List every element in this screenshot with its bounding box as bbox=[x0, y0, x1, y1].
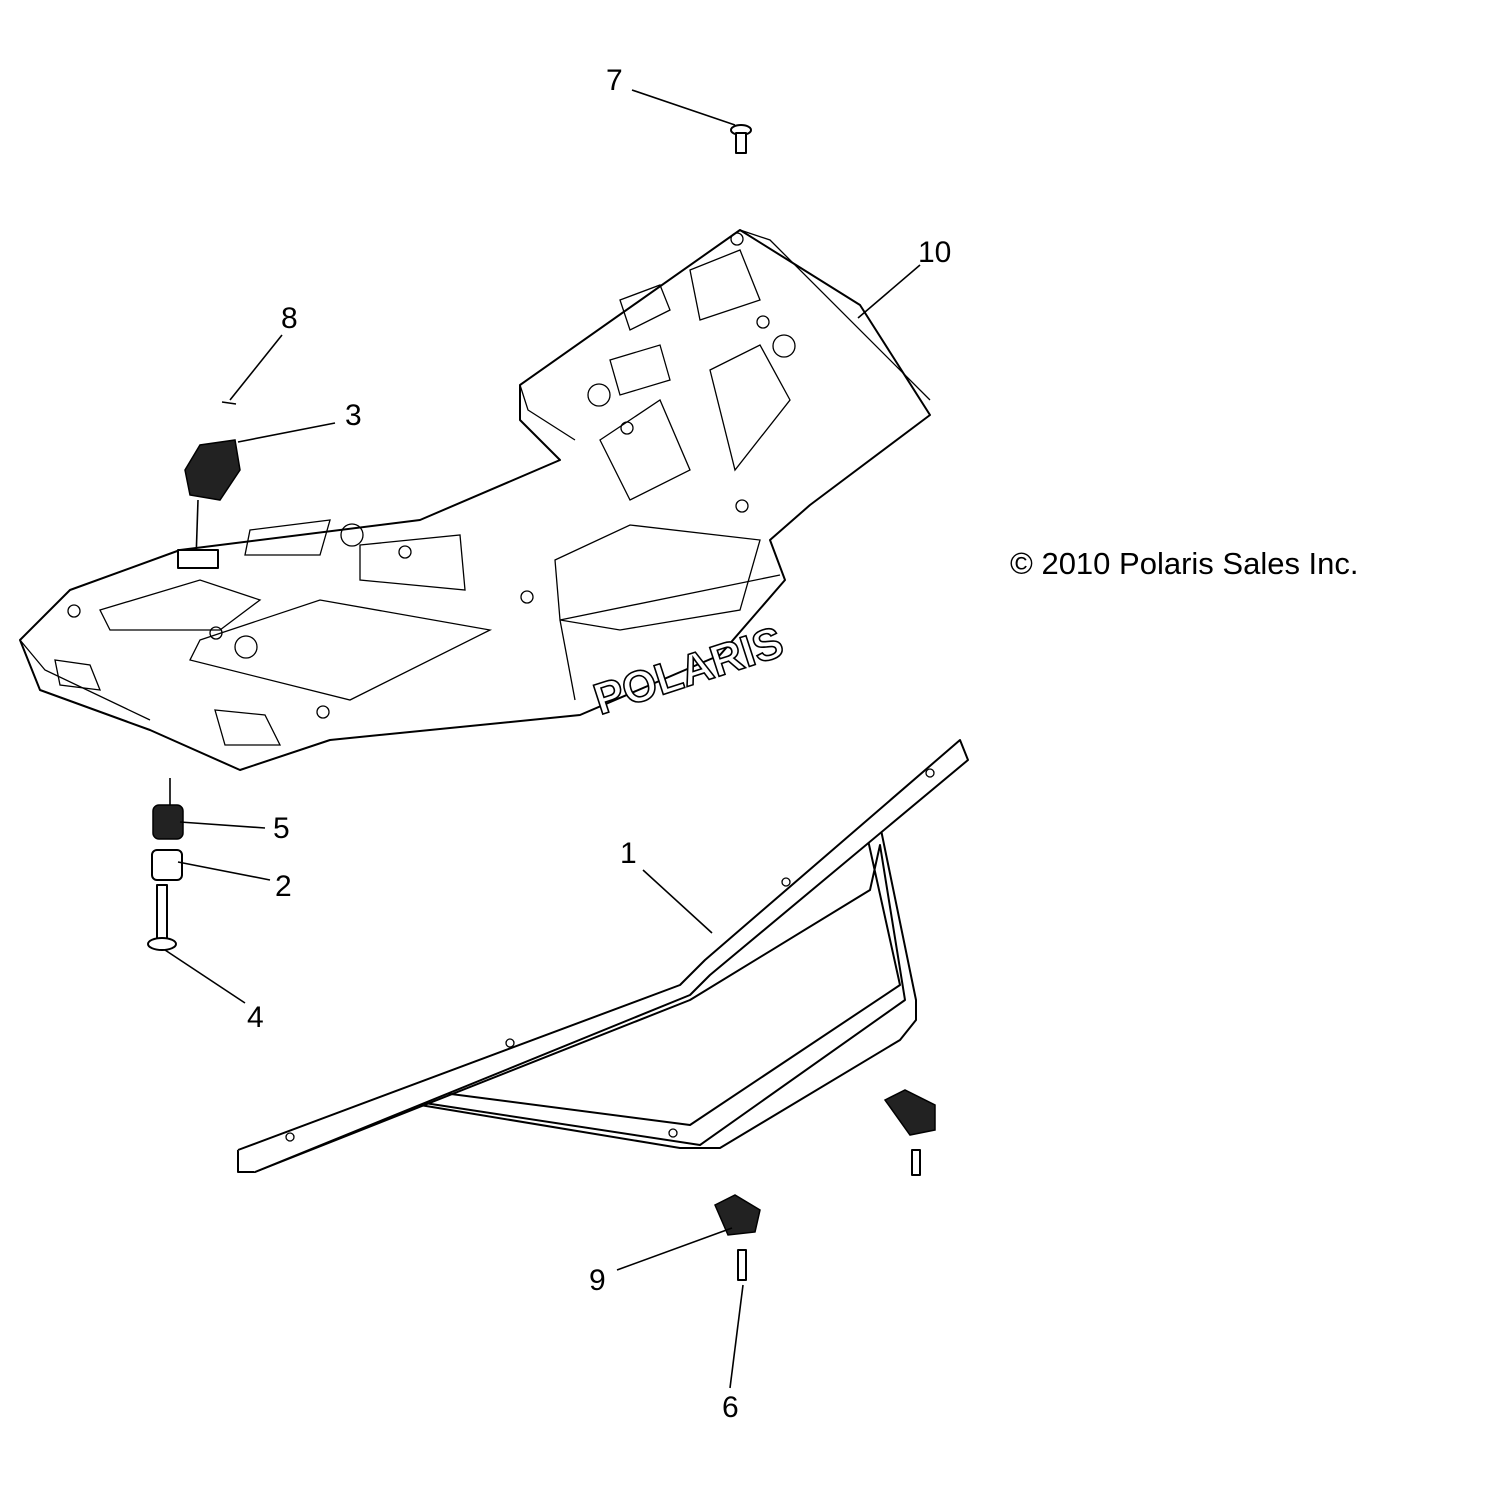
callout-9: 9 bbox=[589, 1264, 606, 1297]
callout-4: 4 bbox=[247, 1001, 264, 1034]
callout-10: 10 bbox=[918, 236, 952, 269]
rivet-part bbox=[730, 124, 752, 154]
callout-3: 3 bbox=[345, 399, 362, 432]
spacer-part bbox=[151, 849, 183, 881]
callout-7: 7 bbox=[606, 64, 623, 97]
callout-1: 1 bbox=[620, 837, 637, 870]
frame-part bbox=[237, 739, 969, 1173]
rack-holes bbox=[67, 232, 796, 719]
callout-6: 6 bbox=[722, 1391, 739, 1424]
callout-5: 5 bbox=[273, 812, 290, 845]
leader-lines bbox=[164, 89, 921, 1389]
bolt-part bbox=[147, 884, 177, 951]
callout-8: 8 bbox=[281, 302, 298, 335]
latch-part bbox=[177, 439, 241, 569]
clip-part bbox=[714, 1089, 936, 1281]
pin-part bbox=[221, 401, 237, 405]
bushing-part bbox=[152, 778, 184, 840]
callout-2: 2 bbox=[275, 870, 292, 903]
rack-part: POLARIS bbox=[19, 229, 931, 771]
copyright-notice: © 2010 Polaris Sales Inc. bbox=[1010, 546, 1359, 581]
